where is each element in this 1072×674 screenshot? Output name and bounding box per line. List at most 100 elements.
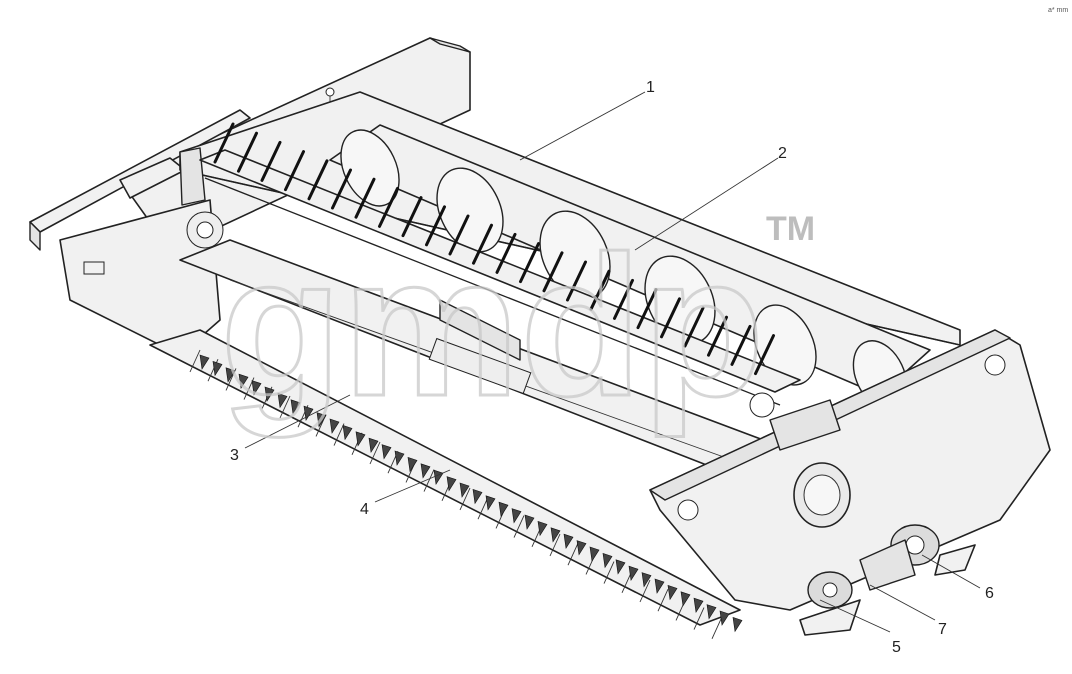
watermark-text: gmdp: [220, 215, 764, 438]
auger-flight: [753, 304, 817, 386]
knife-section: [576, 540, 587, 556]
callout-2: 2: [778, 145, 787, 162]
reel-tine: [472, 223, 493, 265]
reel-tine: [613, 278, 634, 320]
leader-3: [244, 394, 351, 449]
guard-finger: [189, 349, 201, 373]
knife-section: [251, 380, 262, 396]
knife-section: [290, 399, 301, 415]
leader-6: [921, 554, 981, 589]
knife-section: [537, 520, 548, 537]
knife-section: [394, 450, 405, 466]
guard-finger: [513, 515, 525, 538]
corner-mark: a* mm: [1048, 7, 1068, 14]
knife-section: [654, 578, 665, 594]
knife-section: [563, 533, 574, 550]
callout-7: 7: [938, 621, 947, 638]
guard-finger: [369, 441, 381, 465]
reel-tine: [519, 242, 540, 284]
knife-section: [719, 610, 730, 626]
guard-finger: [477, 497, 489, 520]
auger-flight: [436, 167, 504, 253]
callout-labels: 1 2 3 4 5 6 7: [230, 79, 994, 656]
reel-tine: [307, 159, 329, 201]
guard-finger: [423, 469, 435, 492]
knife-section: [732, 616, 743, 633]
knife-section: [615, 559, 626, 575]
callout-6: 6: [985, 585, 994, 602]
left-side-panel: [59, 199, 224, 356]
guard-finger: [657, 589, 669, 612]
knife-section: [420, 463, 431, 479]
reel-tine: [566, 260, 587, 302]
reel-tine: [589, 269, 611, 311]
reel-tine: [754, 334, 775, 376]
reel-tine: [660, 297, 681, 339]
reel-bat: [199, 122, 801, 406]
reel-tine: [683, 306, 705, 348]
watermark-trademark: TM: [766, 210, 815, 248]
reel-tine: [284, 150, 305, 192]
knife-section: [238, 373, 249, 390]
knife-section: [407, 456, 418, 473]
reel-tine: [448, 214, 470, 256]
knife-section: [706, 604, 717, 620]
leader-5: [819, 599, 891, 633]
guard-finger: [333, 423, 345, 446]
guard-finger: [711, 616, 723, 639]
leader-2: [634, 157, 779, 251]
knife-section: [602, 552, 613, 569]
reel-tine: [636, 288, 658, 330]
reel-tine: [401, 196, 423, 238]
knife-section: [225, 367, 236, 383]
reel-tine: [495, 232, 517, 274]
guard-finger: [279, 395, 291, 419]
guard-finger: [567, 543, 579, 566]
cutter-bar: [199, 354, 743, 633]
knife-section: [485, 495, 496, 511]
knife-section: [329, 418, 340, 434]
knife-section: [446, 476, 457, 492]
callout-3: 3: [230, 447, 239, 464]
knife-section: [316, 412, 327, 428]
auger-flight: [539, 210, 611, 300]
knife-section: [667, 584, 678, 601]
leader-1: [519, 91, 646, 161]
callout-1: 1: [646, 79, 655, 96]
knife-section: [524, 514, 535, 530]
reel-tine: [331, 168, 352, 210]
knife-section: [264, 386, 275, 402]
reel-tine: [237, 131, 258, 173]
knife-section: [550, 527, 561, 543]
knife-section: [381, 444, 392, 460]
reel-tine: [213, 122, 235, 164]
knife-section: [355, 431, 366, 447]
reel-tines: [213, 122, 775, 376]
knife-section: [498, 501, 509, 518]
leader-7: [869, 584, 936, 621]
guard-finger: [549, 533, 561, 557]
reel-tine: [260, 140, 282, 182]
knife-section: [212, 360, 223, 377]
leader-lines: [244, 91, 981, 633]
guard-finger: [693, 607, 705, 630]
leader-4: [374, 469, 451, 503]
guard-finger: [639, 579, 651, 603]
reel-tine: [354, 177, 376, 219]
knife-section: [472, 488, 483, 505]
reel-tine: [378, 186, 399, 228]
knife-section: [680, 591, 691, 607]
guard-finger: [459, 487, 471, 511]
knife-section: [628, 565, 639, 582]
watermark: gmdp TM: [219, 210, 816, 440]
reel-tine: [542, 251, 564, 293]
reel-tine: [425, 205, 446, 247]
knife-section: [368, 437, 379, 454]
knife-section: [589, 546, 600, 562]
knife-section: [511, 508, 522, 524]
reel-tine: [730, 324, 752, 366]
knife-section: [459, 482, 470, 498]
reel-tine: [707, 315, 728, 357]
right-end-frame: [649, 329, 1051, 611]
